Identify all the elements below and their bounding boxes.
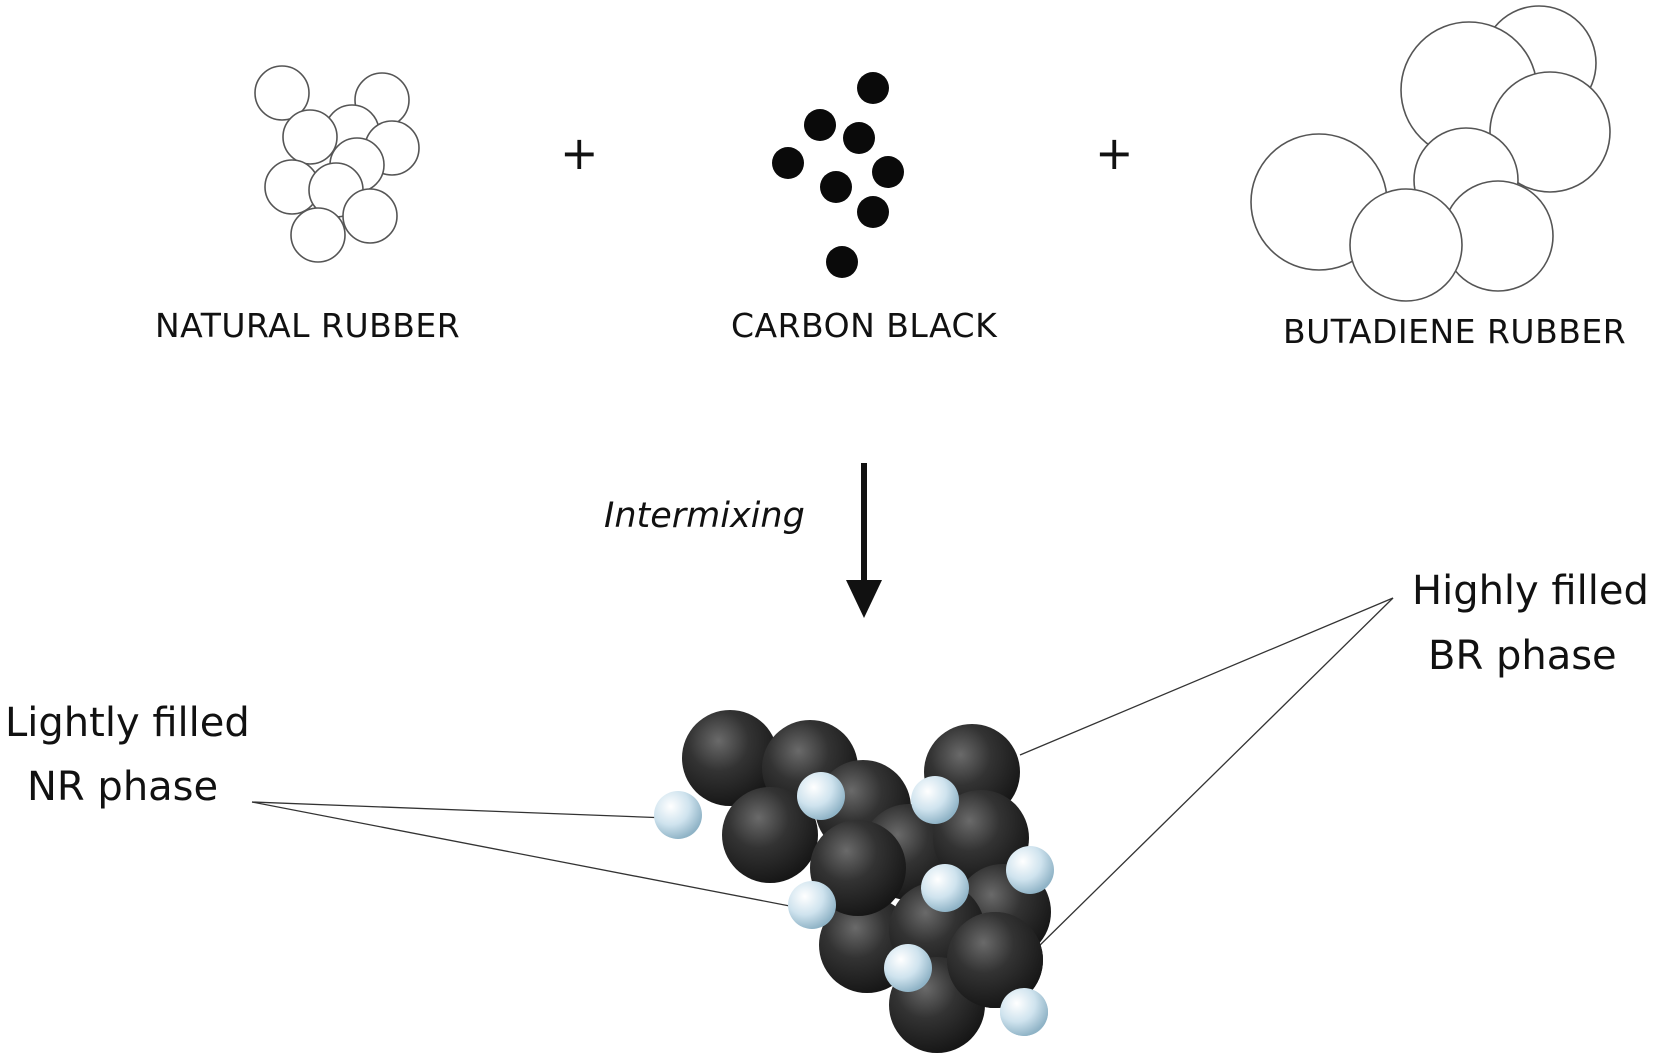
- nr-particle: [1006, 846, 1054, 894]
- br-particle: [947, 912, 1043, 1008]
- br-phase-label-line1: Highly filled: [1412, 568, 1649, 614]
- butadiene-rubber-label: BUTADIENE RUBBER: [1283, 312, 1627, 351]
- nr-particle: [654, 791, 702, 839]
- carbon-black-label: CARBON BLACK: [731, 306, 998, 345]
- intermixing-arrow-icon: [846, 463, 882, 618]
- nr-particle: [921, 864, 969, 912]
- intermixing-label: Intermixing: [604, 496, 805, 536]
- plus-sign-2: +: [1095, 126, 1134, 180]
- nr-phase-label-line1: Lightly filled: [5, 700, 250, 746]
- blend-morphology-cluster: [654, 710, 1054, 1053]
- nr-particle: [797, 772, 845, 820]
- carbon-black-particles-icon: [772, 72, 904, 278]
- natural-rubber-label: NATURAL RUBBER: [155, 306, 461, 345]
- nr-particle: [1000, 988, 1048, 1036]
- br-phase-label-line2: BR phase: [1428, 633, 1617, 679]
- butadiene-rubber-cluster-icon: [1250, 5, 1611, 302]
- plus-sign-1: +: [560, 126, 599, 180]
- nr-particle: [788, 881, 836, 929]
- nr-phase-leader-lines: [251, 801, 801, 909]
- nr-phase-label-line2: NR phase: [27, 764, 219, 810]
- natural-rubber-cluster-icon: [254, 65, 420, 263]
- br-particle: [933, 790, 1029, 886]
- br-particle: [682, 710, 778, 806]
- br-phase-leader-lines: [1019, 597, 1394, 951]
- nr-particle: [884, 944, 932, 992]
- br-particle: [722, 787, 818, 883]
- nr-particle: [911, 776, 959, 824]
- br-particle: [810, 820, 906, 916]
